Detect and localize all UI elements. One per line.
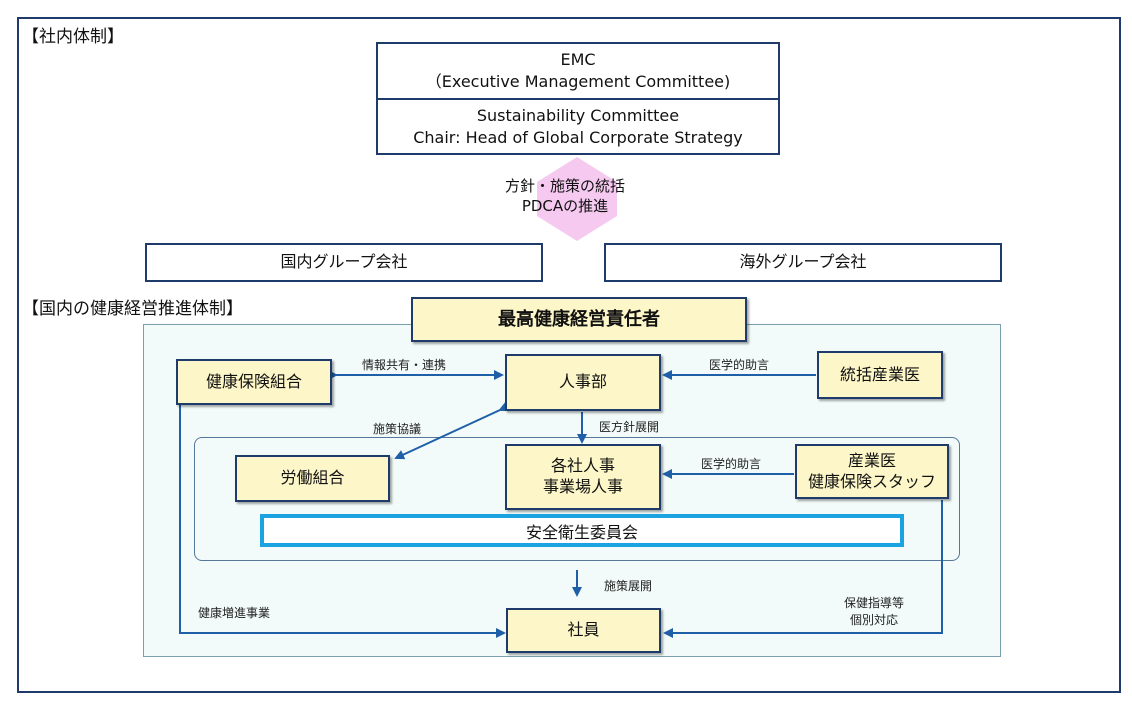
domestic-group-box: 国内グループ会社 bbox=[145, 243, 543, 282]
industrial-doctor-line2: 健康保険スタッフ bbox=[807, 471, 936, 491]
health-insurance-box: 健康保険組合 bbox=[176, 359, 332, 405]
industrial-doctor-line1: 産業医 bbox=[847, 450, 896, 470]
label-info-share: 情報共有・連携 bbox=[362, 358, 447, 372]
sustainability-title: Sustainability Committee bbox=[476, 105, 680, 125]
label-policy-deploy: 施策展開 bbox=[604, 579, 653, 593]
company-hr-box: 各社人事 事業場人事 bbox=[505, 444, 661, 510]
company-structure-frame bbox=[17, 17, 1121, 693]
sustainability-block: Sustainability Committee Chair: Head of … bbox=[378, 100, 778, 153]
company-hr-line1: 各社人事 bbox=[550, 456, 615, 476]
label-guidance-line1: 保健指導等 bbox=[844, 596, 905, 610]
policy-diamond-shape bbox=[537, 157, 617, 241]
chief-health-officer-box: 最高健康経営責任者 bbox=[411, 297, 747, 342]
label-medical-advice-2: 医学的助言 bbox=[701, 457, 762, 471]
policy-text-line2: PDCAの推進 bbox=[521, 197, 609, 216]
section-label-health: 【国内の健康経営推進体制】 bbox=[22, 299, 243, 319]
label-policy-consult: 施策協議 bbox=[373, 422, 422, 436]
employees-box: 社員 bbox=[506, 608, 661, 653]
safety-committee-box: 安全衛生委員会 bbox=[260, 514, 904, 547]
company-hr-line2: 事業場人事 bbox=[542, 477, 623, 496]
hr-department-box: 人事部 bbox=[505, 354, 661, 411]
section-label-company: 【社内体制】 bbox=[22, 27, 124, 47]
emc-title: EMC bbox=[560, 50, 596, 70]
sustainability-chair: Chair: Head of Global Corporate Strategy bbox=[413, 127, 743, 147]
policy-text-line1: 方針・施策の統括 bbox=[504, 177, 625, 195]
policy-diamond-text: 方針・施策の統括 PDCAの推進 bbox=[490, 176, 640, 217]
overseas-group-box: 海外グループ会社 bbox=[604, 243, 1002, 282]
label-guidance: 保健指導等 個別対応 bbox=[844, 594, 904, 628]
chief-doctor-box: 統括産業医 bbox=[817, 351, 943, 399]
label-policy-deploy-doctor: 医方針展開 bbox=[599, 420, 660, 434]
emc-subtitle: （Executive Management Committee) bbox=[425, 72, 731, 91]
label-health-promotion: 健康増進事業 bbox=[198, 606, 271, 620]
industrial-doctor-box: 産業医 健康保険スタッフ bbox=[795, 444, 949, 499]
emc-committee-box: EMC （Executive Management Committee) Sus… bbox=[376, 42, 780, 155]
labor-union-box: 労働組合 bbox=[235, 455, 390, 502]
label-guidance-line2: 個別対応 bbox=[850, 613, 899, 627]
emc-block: EMC （Executive Management Committee) bbox=[378, 44, 778, 100]
label-medical-advice-1: 医学的助言 bbox=[709, 358, 770, 372]
